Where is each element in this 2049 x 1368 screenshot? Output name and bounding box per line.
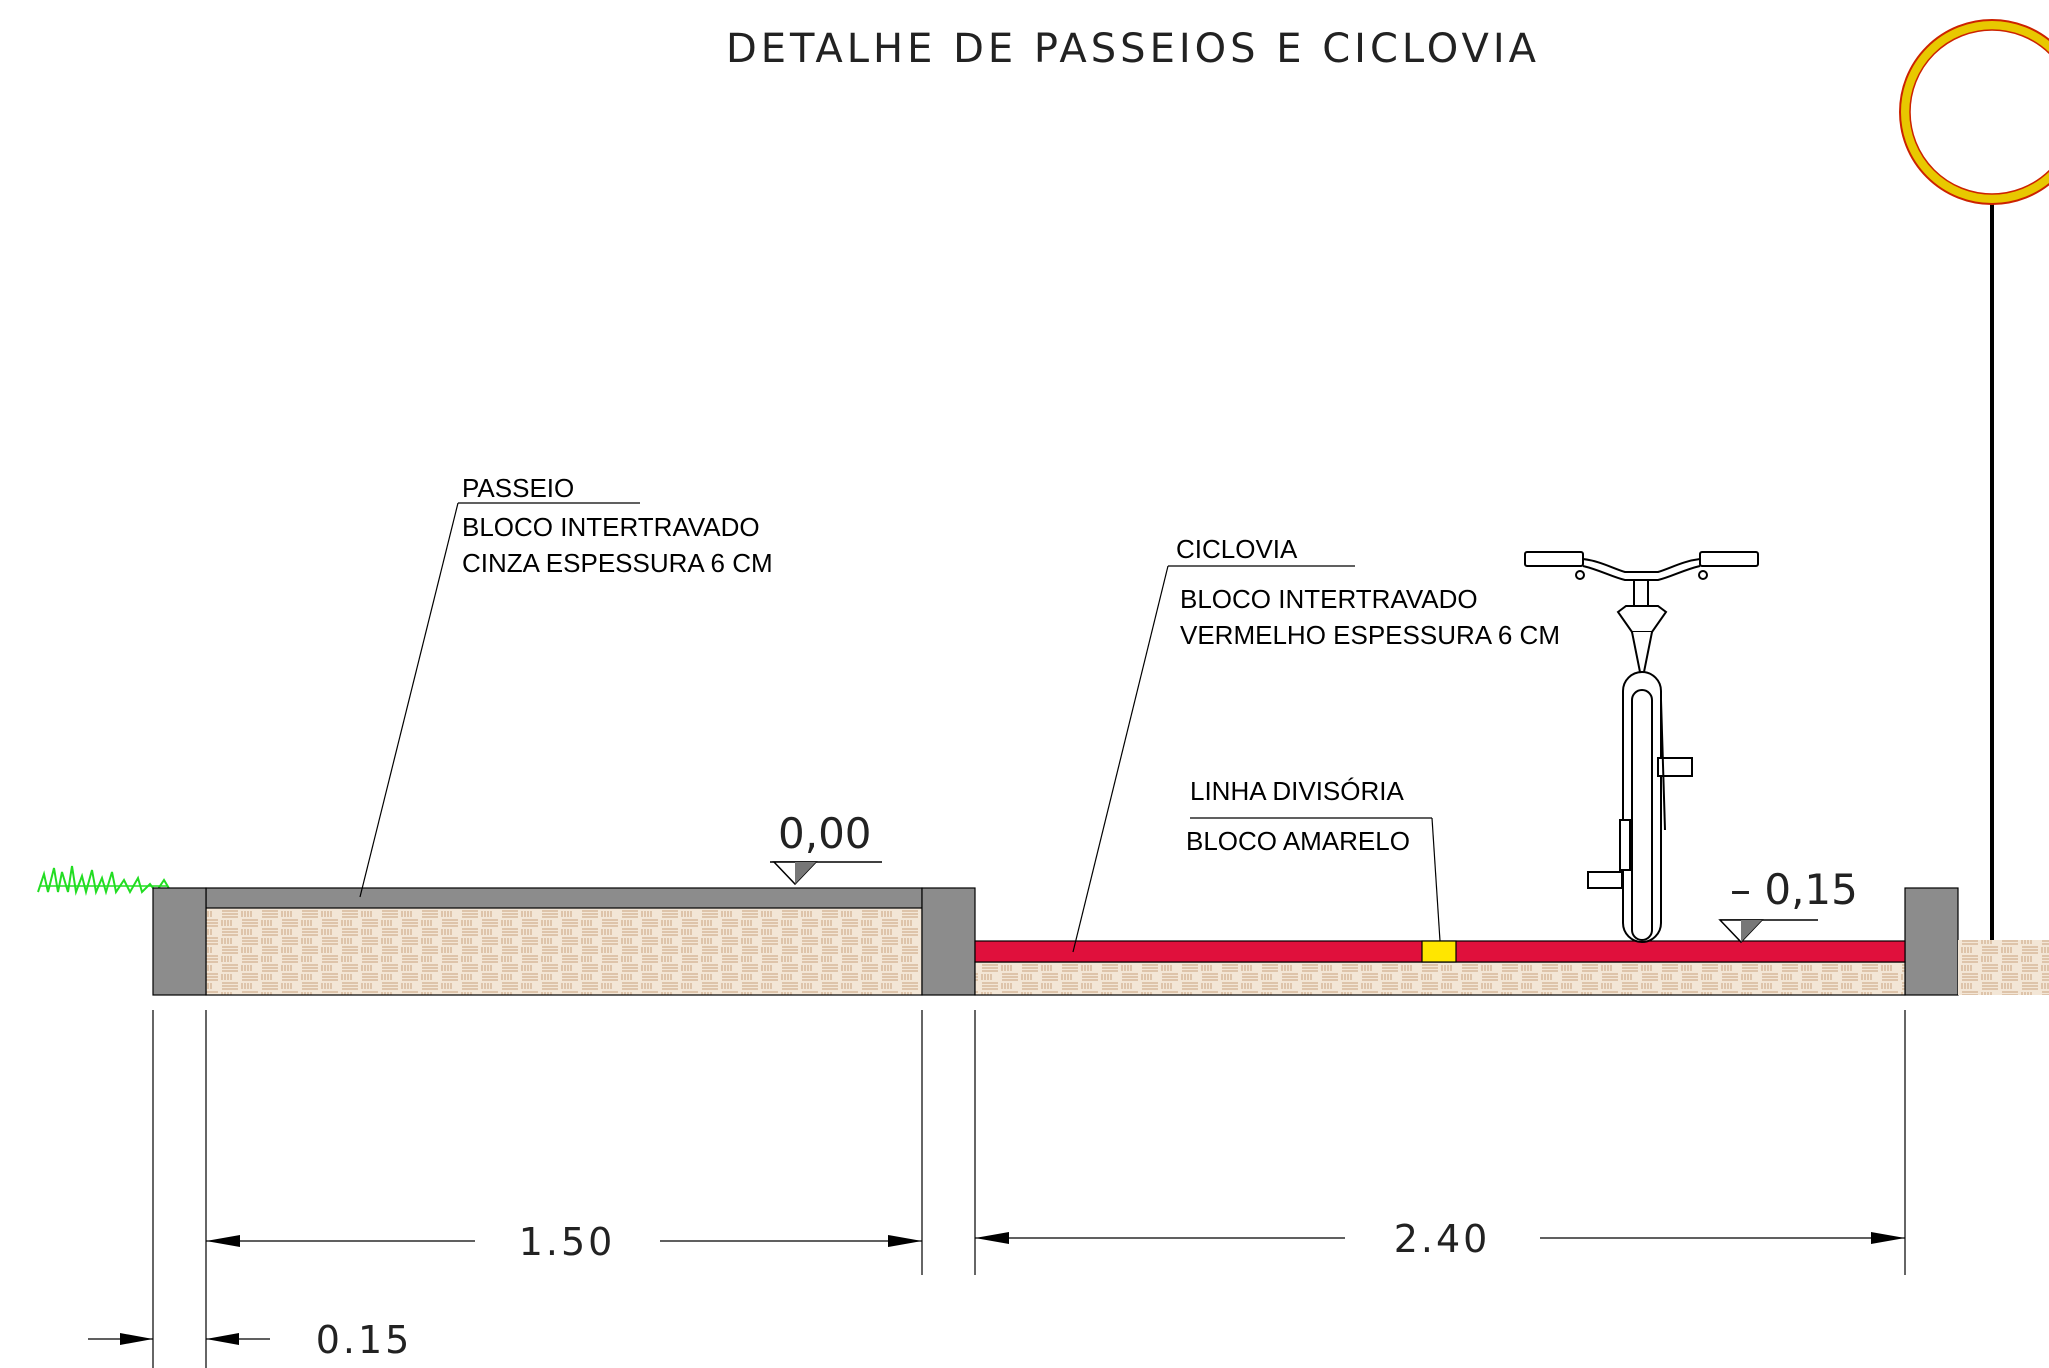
traffic-sign: [1899, 19, 2049, 940]
divisoria-label: LINHA DIVISÓRIA: [1190, 776, 1404, 806]
passeio-label-line1: BLOCO INTERTRAVADO: [462, 512, 760, 542]
passeio-label-line2: CINZA ESPESSURA 6 CM: [462, 548, 773, 578]
middle-curb: [921, 887, 976, 996]
dimension-label-passeio: 1.50: [519, 1220, 616, 1264]
ciclovia-callout: CICLOVIA BLOCO INTERTRAVADO VERMELHO ESP…: [1072, 534, 1560, 953]
passeio-section: [205, 887, 923, 996]
level-label-ciclovia: – 0,15: [1730, 865, 1858, 914]
grass-icon: [37, 865, 171, 896]
bicycle-icon: [1524, 551, 1759, 943]
right-curb: [1904, 887, 1959, 996]
ciclovia-base-pavers: [974, 961, 1906, 996]
level-marker-ciclovia: – 0,15: [1718, 865, 1858, 944]
divisoria-block: [1421, 940, 1457, 963]
left-curb: [152, 887, 207, 996]
passeio-base-pavers: [205, 904, 923, 996]
dimension-extension-lines: [152, 1010, 1906, 1368]
ciclovia-label-line1: BLOCO INTERTRAVADO: [1180, 584, 1478, 614]
passeio-label: PASSEIO: [462, 473, 574, 503]
dimension-label-ciclovia: 2.40: [1394, 1217, 1491, 1261]
divisoria-label-line1: BLOCO AMARELO: [1186, 826, 1410, 856]
passeio-callout: PASSEIO BLOCO INTERTRAVADO CINZA ESPESSU…: [359, 473, 773, 898]
dimension-ciclovia: 2.40: [975, 1217, 1905, 1261]
level-marker-passeio: 0,00: [770, 809, 882, 886]
drawing-title: DETALHE DE PASSEIOS E CICLOVIA: [726, 26, 1540, 72]
ciclovia-label: CICLOVIA: [1176, 534, 1298, 564]
dimension-passeio: 1.50: [206, 1220, 922, 1264]
outer-pavers: [1958, 940, 2049, 995]
passeio-surface: [205, 887, 923, 909]
divisoria-callout: LINHA DIVISÓRIA BLOCO AMARELO: [1186, 776, 1441, 942]
dimension-label-curb: 0.15: [316, 1318, 413, 1362]
level-label-passeio: 0,00: [778, 809, 872, 858]
ciclovia-label-line2: VERMELHO ESPESSURA 6 CM: [1180, 620, 1560, 650]
ciclovia-section: [974, 940, 1906, 996]
dimension-curb: 0.15: [88, 1318, 413, 1362]
